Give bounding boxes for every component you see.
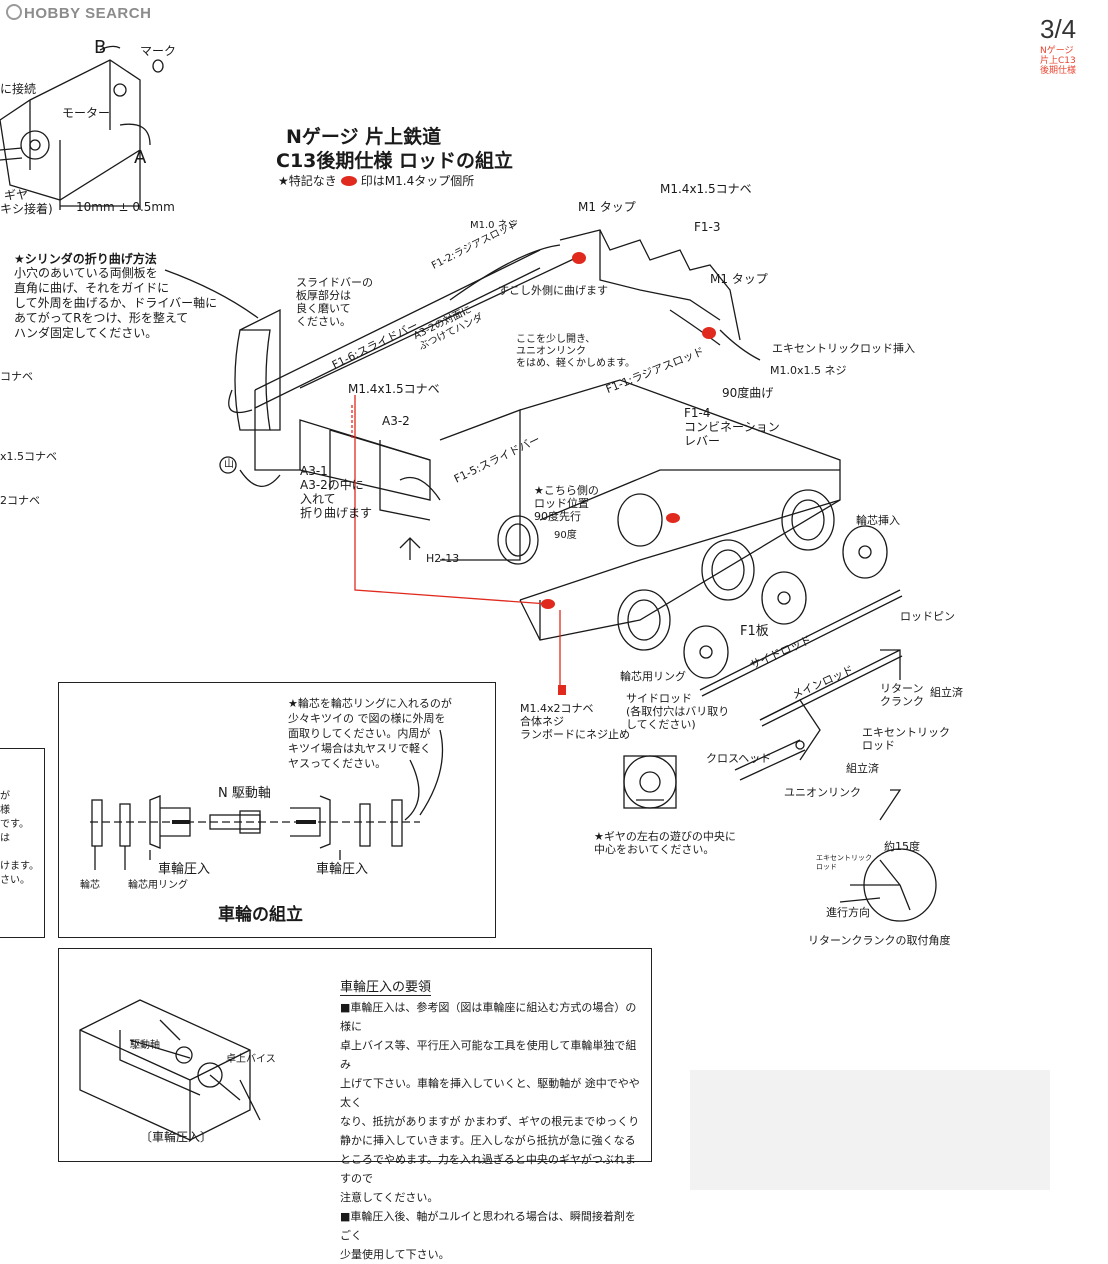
wheel-core-label: 輪芯 [80,880,100,891]
tap-note: ★特記なき 印はM1.4タップ個所 [278,172,474,189]
core-ring-label: 輪芯用リング [128,880,188,891]
label-direction: 進行方向 [826,906,870,919]
label-a: A [134,147,147,168]
label-gear-2: キシ接着) [0,202,53,216]
label-bend-out: すこし外側に曲げます [498,284,608,297]
logo-text: HOBBY SEARCH [24,5,152,22]
label-m1-tap-2: M1 タップ [710,272,768,286]
label-motor: モーター [62,106,111,120]
label-eccentric-small: エキセントリック ロッド [816,854,872,871]
label-gear-note: ★ギヤの左右の遊びの中央に 中心をおいてください。 [594,830,736,856]
wheel-press-right: 車輪圧入 [316,862,369,877]
page-number: 3/4 [1040,14,1077,44]
label-m10-15: M1.0x1.5 ネジ [770,364,847,377]
label-wheel-ring: 輪芯用リング [620,670,686,683]
label-assembled-2: 組立済 [846,762,879,775]
left-cropped-box [0,748,45,938]
label-gear: ギヤ [4,188,29,202]
label-union-note: ここを少し開き、 ユニオンリンク をはめ、軽くかしめます。 [516,334,635,369]
page-title-line1: Nゲージ 片上鉄道 [286,126,442,148]
wheel-assembly-box [58,682,496,938]
label-a3-2: A3-2 [382,414,410,428]
logo-ring-icon [6,4,22,20]
label-crosshead: クロスヘッド [706,752,772,765]
wheel-press-left: 車輪圧入 [158,862,211,877]
label-mark: マーク [140,44,177,58]
label-m14-2: M1.4x2コナベ 合体ネジ ランボードにネジ止め [520,702,630,741]
label-assembled-1: 組立済 [930,686,963,699]
tap-note-suffix: 印はM1.4タップ個所 [360,174,475,188]
label-side-rod-note: サイドロッド (各取付穴はバリ取り してください) [626,692,730,731]
label-angle15: 約15度 [884,840,920,853]
left-item-3: 2コナベ [0,494,40,507]
label-connect: に接続 [0,82,37,96]
hobby-search-logo: HOBBY SEARCH [6,4,151,22]
label-wheel-core-insert: 輪芯挿入 [856,514,900,527]
press-heading: 車輪圧入の要領 [340,976,432,996]
label-m1-tap-1: M1 タップ [578,200,636,214]
dimension-label: 10mm ± 0.5mm [76,200,175,214]
page-title-line2: C13後期仕様 ロッドの組立 [276,150,513,172]
left-box-text: が 様 です。 は けます。 さい。 [0,791,39,886]
wheel-axle-label: N 駆動軸 [218,786,271,801]
press-caption: 〔車輪圧入〕 [140,1130,213,1144]
vise-label: 卓上バイス [226,1054,276,1065]
label-eccentric-rod: エキセントリック ロッド [862,726,950,752]
label-m10-screw: M1.0 ネジ [470,220,518,231]
label-h2-13: H2-13 [426,552,460,565]
label-a3-1: A3-1 A3-2の中に 入れて 折り曲げます [300,464,373,520]
chassis-photo [690,1070,1050,1190]
press-method-box [58,948,652,1162]
label-f1-3: F1-3 [694,220,721,234]
page-subtitle: Nゲージ 片上C13 後期仕様 [1040,46,1077,76]
label-union-link: ユニオンリンク [784,786,861,799]
label-deg90: 90度 [554,530,577,541]
label-f1-4: F1-4 コンビネーション レバー [684,406,780,448]
label-mountain: 山 [224,459,234,470]
label-return-crank: リターン クランク [880,682,924,708]
left-item-1: コナベ [0,370,33,383]
label-m14-15-mid: M1.4x1.5コナベ [348,382,440,396]
tap-note-prefix: ★特記なき [278,174,337,188]
wheel-note: ★輪芯を輪芯リングに入れるのが 少々キツイの で図の様に外周を 面取りしてくださ… [288,697,452,770]
label-bend90: 90度曲げ [722,386,774,400]
label-b: B [94,37,107,58]
label-return-crank-angle: リターンクランクの取付角度 [808,934,951,947]
press-paragraph: ■車輪圧入は、参考図（図は車輪座に組込む方式の場合）の様に 卓上バイス等、平行圧… [340,1001,640,1261]
label-m14-15-top: M1.4x1.5コナベ [660,182,752,196]
label-rod-pin: ロッドピン [900,610,955,623]
label-rod-position: ★こちら側の ロッド位置 90度先行 [534,484,599,523]
wheel-box-title: 車輪の組立 [218,905,303,925]
cylinder-heading: ★シリンダの折り曲げ方法 [14,252,157,266]
cylinder-body: 小穴のあいている両側板を 直角に曲げ、それをガイドに して外周を曲げるか、ドライ… [14,266,218,340]
red-dot-icon [340,176,357,186]
drive-axle-label: 駆動軸 [130,1040,160,1051]
label-eccentric-insert: エキセントリックロッド挿入 [772,342,915,355]
slide-bar-note: スライドバーの 板厚部分は 良く磨いて ください。 [296,276,373,328]
left-item-2: x1.5コナベ [0,450,58,463]
label-f1-plate: F1板 [740,624,769,639]
